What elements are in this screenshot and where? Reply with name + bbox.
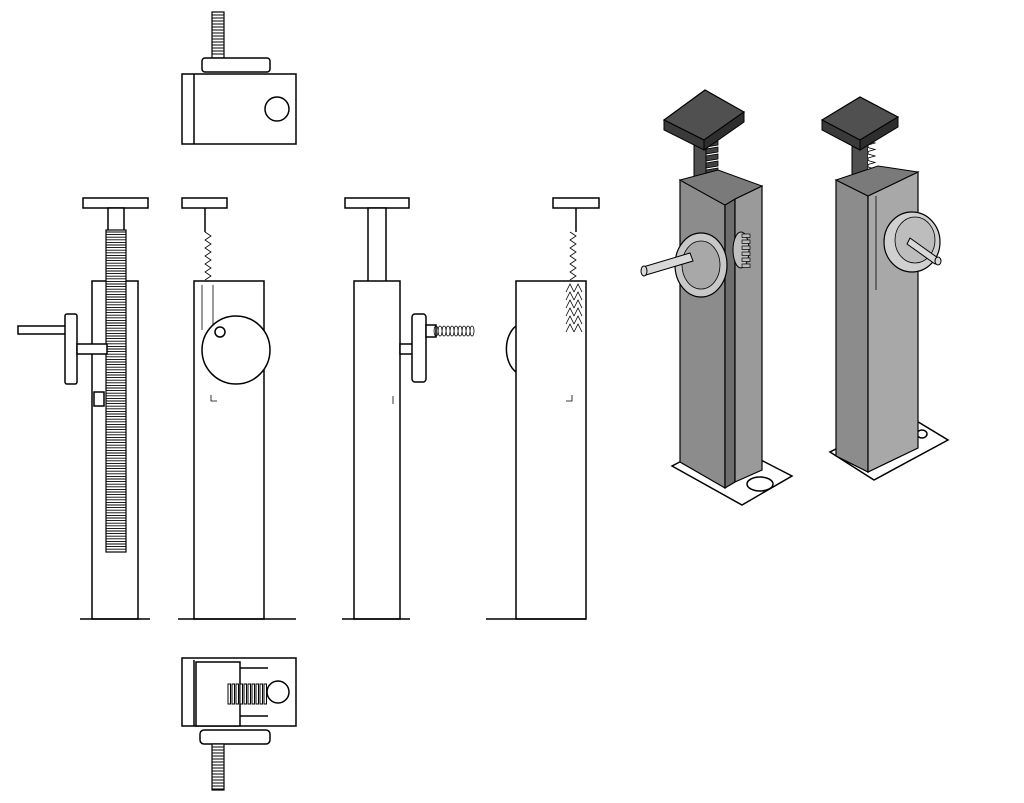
rack-tooth (867, 153, 877, 159)
rack-tooth (705, 146, 719, 155)
gear-tooth (741, 233, 751, 238)
gear-tooth (741, 257, 751, 262)
top-view-cap-plate (201, 57, 271, 73)
gear-tooth (741, 263, 751, 268)
gear-tooth (741, 251, 751, 256)
gear-tooth (243, 683, 247, 705)
gear-tooth (741, 239, 751, 244)
gear-tooth (247, 683, 251, 705)
bottom-view-rack-teeth (211, 743, 225, 791)
iso-a-housing-front (679, 178, 726, 490)
gear-tooth (231, 683, 235, 705)
top-view (181, 11, 297, 145)
iso-a-pinion (732, 231, 751, 269)
right-view-housing (353, 280, 401, 620)
left-view-cap (82, 197, 149, 209)
iso-b-housing-side (835, 179, 869, 473)
isometric-view-a (640, 89, 794, 506)
right-side-view (342, 197, 475, 620)
bottom-view-cap-plate (199, 729, 271, 745)
rack-tooth (867, 160, 877, 165)
bottom-view (181, 657, 297, 791)
gear-tooth (251, 683, 255, 705)
top-view-knob-circle (264, 96, 290, 122)
back-view-housing (515, 280, 587, 620)
gear-tooth (255, 683, 259, 705)
isometric-view-b (820, 96, 950, 481)
left-view-knob (64, 313, 78, 385)
gear-tooth (227, 683, 231, 705)
front-view-knob-circle (201, 315, 271, 385)
top-view-rack-teeth (211, 11, 225, 59)
gear-tooth (259, 683, 263, 705)
gear-tooth (235, 683, 239, 705)
rack-tooth (705, 153, 719, 162)
right-view-knob (411, 313, 427, 383)
rack-tooth (867, 147, 877, 152)
gear-tooth (741, 245, 751, 250)
rack-tooth (705, 160, 719, 169)
gear-tooth (239, 683, 243, 705)
left-side-view (17, 197, 150, 620)
back-view (486, 197, 600, 620)
bottom-view-gear-teeth (227, 683, 267, 705)
gear-tooth (263, 683, 267, 705)
left-view-rack-teeth (105, 229, 127, 553)
front-view (178, 197, 296, 620)
